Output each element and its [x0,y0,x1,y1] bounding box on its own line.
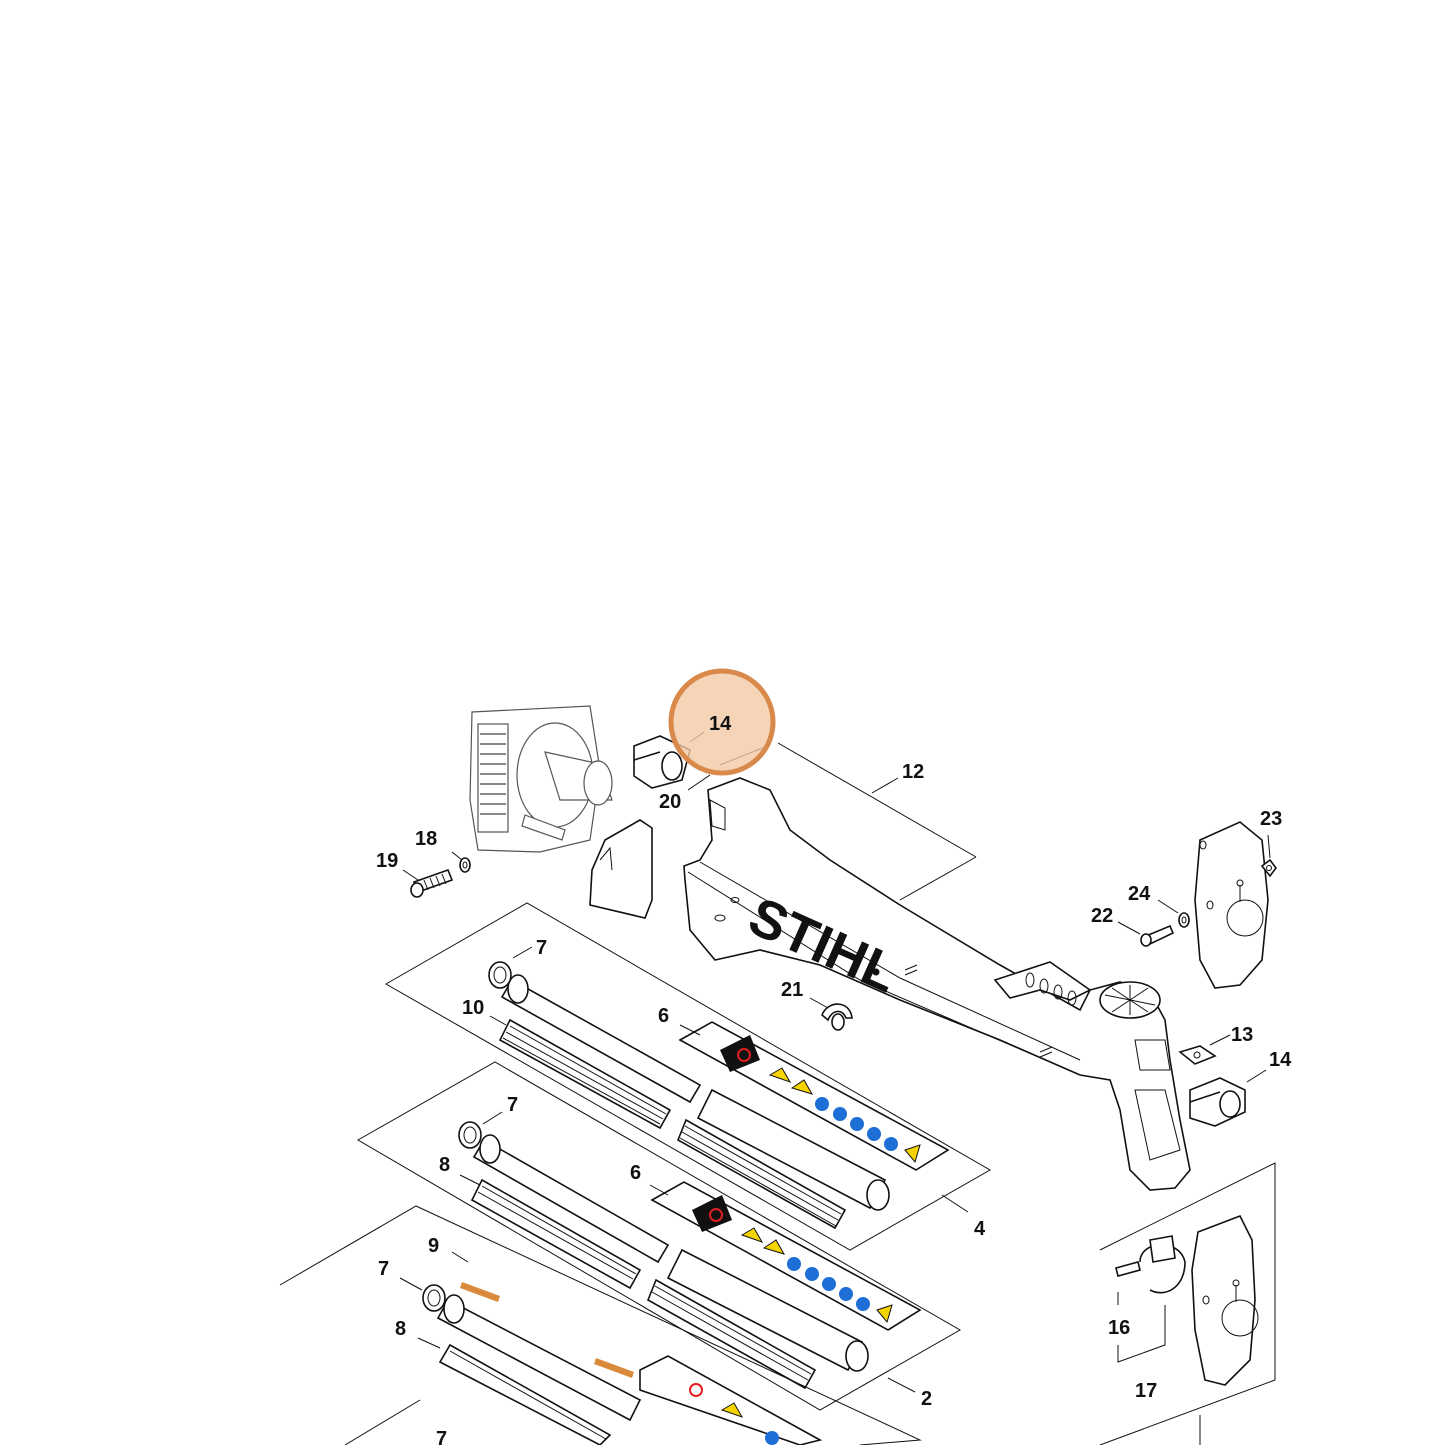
callout-2[interactable]: 2 [921,1388,932,1410]
callout-7-middle[interactable]: 7 [507,1094,518,1116]
callout-14-right[interactable]: 14 [1269,1049,1292,1071]
tube-kit-bottom [279,1205,922,1445]
washer-24 [1178,912,1190,928]
callout-7-top[interactable]: 7 [536,937,547,959]
clip-part [821,1003,853,1031]
highlight-marker[interactable] [668,668,776,776]
callout-22[interactable]: 22 [1091,905,1113,927]
callout-23[interactable]: 23 [1260,808,1282,830]
callout-7-lowest[interactable]: 7 [436,1428,447,1445]
nut-plate-13 [1178,1045,1217,1065]
callout-13[interactable]: 13 [1231,1024,1253,1046]
handle-clamp-kit [1099,1162,1276,1445]
shroud-part [589,819,653,919]
callout-17[interactable]: 17 [1135,1380,1157,1402]
tube-kit-top [384,902,992,1251]
callout-12[interactable]: 12 [902,761,924,783]
callout-7-bottom[interactable]: 7 [378,1258,389,1280]
callout-20[interactable]: 20 [659,791,681,813]
callout-9[interactable]: 9 [428,1235,439,1257]
callout-18[interactable]: 18 [415,828,437,850]
washer-18 [459,857,471,873]
screw-22 [1140,924,1175,947]
callout-6-middle[interactable]: 6 [630,1162,641,1184]
cover-plate-upper [1194,821,1269,989]
clamp-block-lower [1189,1077,1246,1127]
callout-8-bottom[interactable]: 8 [395,1318,406,1340]
callout-14-highlighted[interactable]: 14 [709,713,732,735]
warning-label [678,1021,950,1171]
engine-housing [469,705,613,853]
screw-19 [410,868,454,898]
callout-21[interactable]: 21 [781,979,803,1001]
callout-10[interactable]: 10 [462,997,484,1019]
tube-kit-middle [356,1061,962,1411]
part-labels: 14 12 20 18 19 23 24 22 7 10 21 6 13 14 … [376,713,1292,1445]
retaining-ring [488,961,512,989]
callout-19[interactable]: 19 [376,850,398,872]
callout-24[interactable]: 24 [1128,883,1151,905]
callout-8-middle[interactable]: 8 [439,1154,450,1176]
callout-16[interactable]: 16 [1108,1317,1130,1339]
rubber-sleeve [498,1018,847,1230]
nut-23 [1260,858,1277,878]
callout-6-top[interactable]: 6 [658,1005,669,1027]
callout-4[interactable]: 4 [974,1218,986,1240]
